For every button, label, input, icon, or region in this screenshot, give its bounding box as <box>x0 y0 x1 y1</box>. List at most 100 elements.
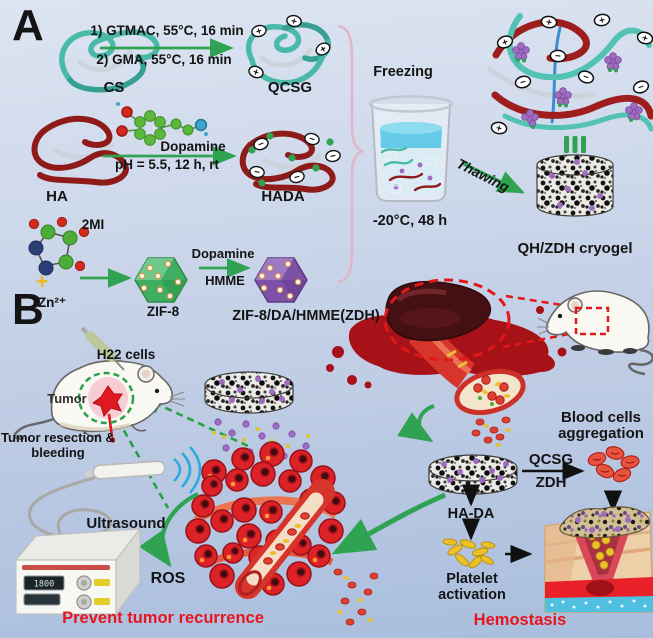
hemorrhage-mouse <box>537 290 653 376</box>
hada-release-label: HA-DA <box>447 506 495 522</box>
ultrasound-label: Ultrasound <box>86 515 166 532</box>
reaction1-step1: 1) GTMAC, 55°C, 16 min <box>90 23 244 38</box>
negative-charge-icon: − <box>304 132 320 146</box>
cryogel-disk-applied <box>428 454 518 495</box>
svg-text:−: − <box>581 71 590 83</box>
tumor-vessel <box>235 479 379 626</box>
dopamine-label: Dopamine <box>160 139 226 154</box>
hada-polymer: − − − − − <box>239 130 341 193</box>
tumor-site <box>77 371 135 443</box>
svg-text:−: − <box>253 167 261 179</box>
ultrasound-device: 1800 <box>14 527 142 616</box>
zif8-crystal <box>134 257 188 303</box>
panel-b-label: B <box>12 285 44 334</box>
svg-text:−: − <box>293 172 302 184</box>
equivalence-bars <box>564 136 586 153</box>
brace <box>337 24 365 284</box>
qcsg-polymer: + + + + <box>245 14 331 86</box>
h22-cells-label: H22 cells <box>96 347 156 362</box>
svg-text:−: − <box>329 151 337 163</box>
negative-charge-icon: − <box>253 137 269 151</box>
bleeding-scene <box>326 278 575 448</box>
beaker-icon <box>368 95 454 202</box>
positive-charge-icon: + <box>593 13 611 27</box>
positive-charge-icon: + <box>636 31 653 45</box>
svg-text:−: − <box>257 138 266 150</box>
platelet-label-line1: Platelet <box>446 571 498 587</box>
zdh-crystal <box>254 257 308 303</box>
svg-text:−: − <box>308 134 317 146</box>
negative-charge-icon: − <box>325 149 341 163</box>
positive-charge-icon: + <box>251 24 267 38</box>
wound-cross-section <box>544 506 653 613</box>
svg-text:+: + <box>598 15 606 27</box>
svg-text:+: + <box>501 37 510 49</box>
resection-label-line2: bleeding <box>31 445 85 460</box>
positive-charge-icon: + <box>490 121 508 135</box>
qcsg-label: QCSG <box>267 79 313 96</box>
negative-charge-icon: − <box>249 165 265 179</box>
2mi-label: 2MI <box>81 217 105 232</box>
ros-label: ROS <box>150 570 186 587</box>
rbc-aggregate <box>587 446 640 483</box>
platelet-cluster <box>442 538 496 569</box>
dopamine2-label: Dopamine <box>191 246 255 261</box>
ros-arrow <box>138 492 199 568</box>
polymer-network: + + + + + − − − − <box>487 13 653 135</box>
cycle-arrow <box>397 404 435 443</box>
negative-charge-icon: − <box>577 70 595 84</box>
panel-a-label: A <box>12 1 44 50</box>
cryogel-plug <box>559 506 651 539</box>
resection-label-line1: Tumor resection & <box>1 430 115 445</box>
negative-charge-icon: − <box>289 170 305 184</box>
svg-text:+: + <box>251 67 260 79</box>
negative-charge-icon: − <box>632 80 650 94</box>
svg-text:+: + <box>318 43 329 56</box>
liver-callout-rect <box>574 306 610 336</box>
ha-polymer <box>31 115 129 186</box>
zdh-arrow-label: ZDH <box>535 474 567 491</box>
syringe-icon <box>80 326 125 371</box>
cryogel-cylinder <box>536 154 614 217</box>
qcsg-arrow-label: QCSG <box>528 451 574 468</box>
blood-cells-label-line2: aggregation <box>558 425 644 442</box>
cryogel-disk-release <box>204 371 311 469</box>
apply-cryogel-arrow <box>331 492 446 555</box>
positive-charge-icon: + <box>286 14 302 28</box>
magnifier-dashed-circle <box>383 278 511 362</box>
svg-text:+: + <box>641 33 650 45</box>
ha-label: HA <box>46 188 68 205</box>
svg-text:−: − <box>555 51 562 62</box>
freezing-condition-label: -20°C, 48 h <box>372 213 448 229</box>
cryogel-label: QH/ZDH cryogel <box>517 240 633 257</box>
hemostasis-label: Hemostasis <box>473 611 567 629</box>
svg-text:−: − <box>637 81 646 93</box>
positive-charge-icon: + <box>248 65 264 79</box>
zif8-label: ZIF-8 <box>146 304 180 319</box>
zdh-label: ZIF-8/DA/HMME(ZDH) <box>232 308 380 324</box>
zdh-particle <box>512 42 643 129</box>
thawing-arrow <box>461 161 525 194</box>
svg-text:+: + <box>545 17 553 29</box>
platelet-label-line2: activation <box>438 587 506 603</box>
hada-label: HADA <box>261 188 305 205</box>
2mi-molecule <box>28 216 90 276</box>
device-display: 1800 <box>34 580 54 590</box>
reaction1-step2: 2) GMA, 55°C, 16 min <box>96 52 232 67</box>
plus-sign: + <box>35 269 49 294</box>
positive-charge-icon: + <box>315 42 331 56</box>
positive-charge-icon: + <box>540 15 558 29</box>
zn-label: Zn²⁺ <box>37 295 67 310</box>
ph-condition-label: pH = 5.5, 12 h, rt <box>115 157 219 172</box>
svg-text:−: − <box>519 77 528 89</box>
dopamine-molecule <box>116 102 208 146</box>
svg-text:+: + <box>495 123 503 135</box>
svg-text:+: + <box>290 16 298 28</box>
prevent-recurrence-label: Prevent tumor recurrence <box>62 609 264 627</box>
blood-cells-label-line1: Blood cells <box>560 409 642 426</box>
negative-charge-icon: − <box>549 49 567 62</box>
positive-charge-icon: + <box>496 35 514 49</box>
hmme-label: HMME <box>205 273 245 288</box>
